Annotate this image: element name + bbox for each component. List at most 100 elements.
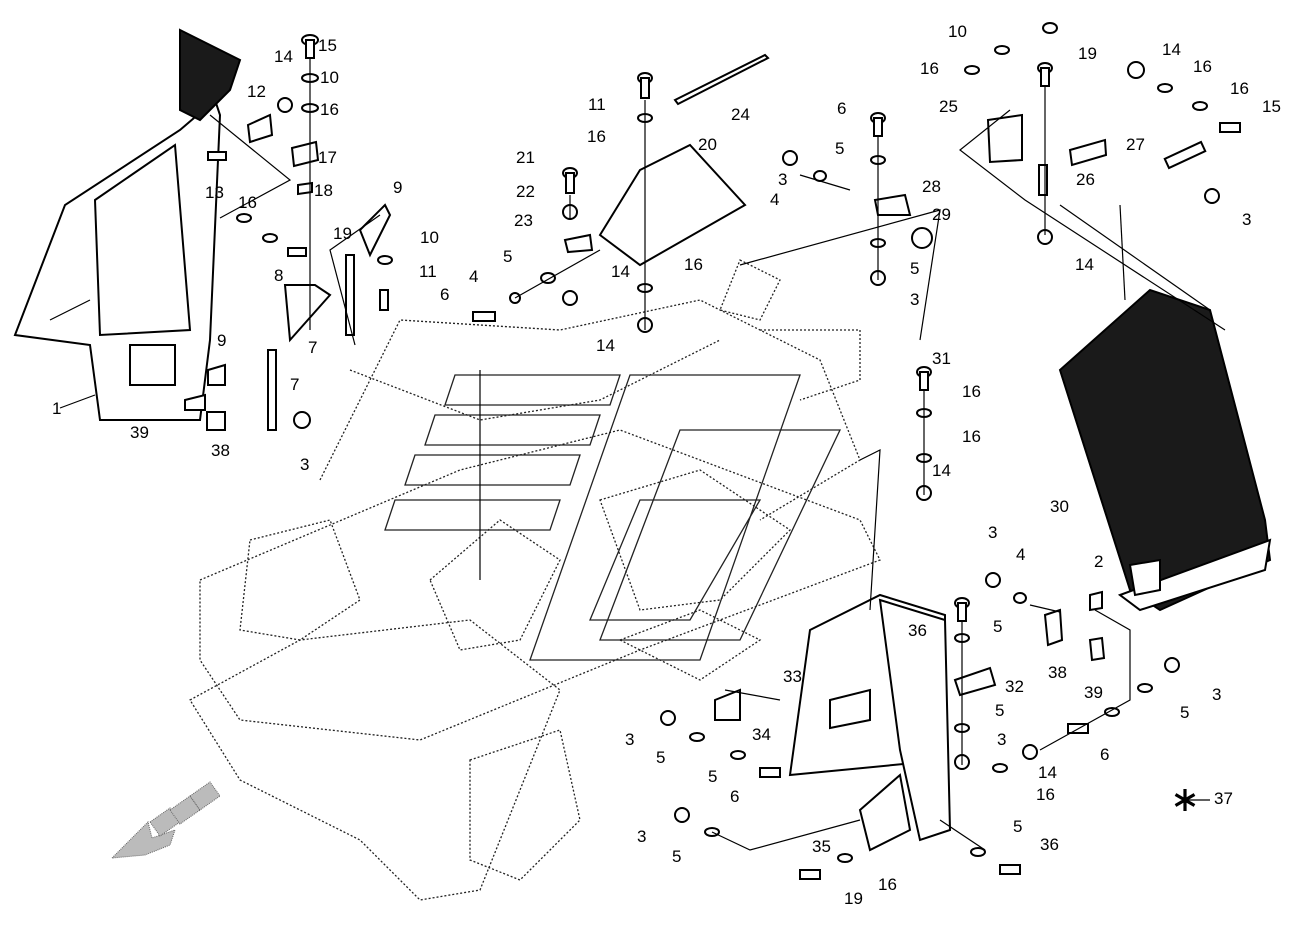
callout-label: 3 [910, 290, 919, 309]
part-24-rod [673, 53, 770, 106]
callout-label: 3 [997, 730, 1006, 749]
callout-label: 16 [920, 59, 939, 78]
callout-label: 15 [1262, 97, 1281, 116]
callout-label: 10 [320, 68, 339, 87]
small-hardware [184, 113, 1108, 721]
callout-label: 5 [503, 247, 512, 266]
callout-label: 16 [962, 382, 981, 401]
callout-label: 4 [469, 267, 478, 286]
callout-label: 2 [1094, 552, 1103, 571]
callout-label: 39 [130, 423, 149, 442]
callout-label: 6 [440, 285, 449, 304]
callout-label: 35 [812, 837, 831, 856]
callout-label: 7 [308, 338, 317, 357]
part-30-right-hood [1058, 288, 1272, 612]
callout-label: 22 [516, 182, 535, 201]
callout-label: 3 [778, 170, 787, 189]
part-1-left-hood [13, 28, 242, 421]
callout-label: 13 [205, 183, 224, 202]
callout-label: 7 [290, 375, 299, 394]
callout-label: 18 [314, 181, 333, 200]
callout-label: 1 [52, 399, 61, 418]
callout-label: 16 [878, 875, 897, 894]
part-35-step [858, 773, 912, 852]
callout-label: 19 [1078, 44, 1097, 63]
callout-label: 27 [1126, 135, 1145, 154]
callout-label: 24 [731, 105, 750, 124]
callout-label: 39 [1084, 683, 1103, 702]
callout-label: 14 [1162, 40, 1181, 59]
callout-label: 5 [995, 701, 1004, 720]
callout-label: 31 [932, 349, 951, 368]
callout-label: 16 [320, 100, 339, 119]
callout-label: 5 [910, 259, 919, 278]
callout-label: 11 [588, 95, 606, 114]
callout-label: 3 [988, 523, 997, 542]
callout-label: 19 [333, 224, 352, 243]
callout-label: 16 [962, 427, 981, 446]
part-20-plate [598, 143, 747, 267]
callout-label: 4 [770, 190, 779, 209]
callout-label: 8 [274, 266, 283, 285]
callout-label: 25 [939, 97, 958, 116]
callout-label: 11 [419, 262, 437, 281]
callout-label: 15 [318, 36, 337, 55]
callout-label: 5 [1180, 703, 1189, 722]
callout-label: 5 [835, 139, 844, 158]
callout-label: 9 [217, 331, 226, 350]
callout-label: 28 [922, 177, 941, 196]
callout-label: 26 [1076, 170, 1095, 189]
callout-label: 14 [1038, 763, 1057, 782]
callout-label: 9 [393, 178, 402, 197]
callout-label: 30 [1050, 497, 1069, 516]
leader-lines [59, 58, 1226, 851]
callout-label: 5 [672, 847, 681, 866]
callout-label: 36 [908, 621, 927, 640]
callout-label: 34 [752, 725, 771, 744]
callout-label: 16 [1036, 785, 1055, 804]
callout-label: 3 [637, 827, 646, 846]
callout-label: 38 [211, 441, 230, 460]
callout-label: 29 [932, 205, 951, 224]
logo-outline [384, 374, 842, 661]
callout-label: 5 [708, 767, 717, 786]
callout-label: 20 [698, 135, 717, 154]
callout-label: 6 [1100, 745, 1109, 764]
callout-label: 36 [1040, 835, 1059, 854]
callout-label: 16 [587, 127, 606, 146]
callout-label: 16 [238, 193, 257, 212]
callout-label: 19 [844, 889, 863, 908]
callout-label: 3 [300, 455, 309, 474]
callout-label: 12 [247, 82, 266, 101]
callout-label: 16 [1230, 79, 1249, 98]
callout-label: 14 [274, 47, 293, 66]
callout-label: 10 [948, 22, 967, 41]
callout-label: 5 [1013, 817, 1022, 836]
callout-label: 32 [1005, 677, 1024, 696]
callout-label: 3 [625, 730, 634, 749]
callout-label: 14 [1075, 255, 1094, 274]
callout-label: 23 [514, 211, 533, 230]
callout-label: 3 [1242, 210, 1251, 229]
callout-label: 14 [932, 461, 951, 480]
callout-label: 17 [318, 148, 337, 167]
callout-label: 4 [1016, 545, 1025, 564]
callout-label: 16 [684, 255, 703, 274]
asterisk-icon [1174, 789, 1196, 811]
callout-label: 38 [1048, 663, 1067, 682]
part-7-gas-struts [267, 140, 1207, 431]
callout-label: 6 [730, 787, 739, 806]
callout-label: 14 [596, 336, 615, 355]
direction-arrow-icon [110, 781, 221, 859]
callout-label: 16 [1193, 57, 1212, 76]
callout-label: 5 [993, 617, 1002, 636]
callout-label: 10 [420, 228, 439, 247]
callout-label: 3 [1212, 685, 1221, 704]
callout-label: 37 [1214, 789, 1233, 808]
callout-label: 14 [611, 262, 630, 281]
callout-label: 6 [837, 99, 846, 118]
callout-label: 33 [783, 667, 802, 686]
callout-label: 5 [656, 748, 665, 767]
